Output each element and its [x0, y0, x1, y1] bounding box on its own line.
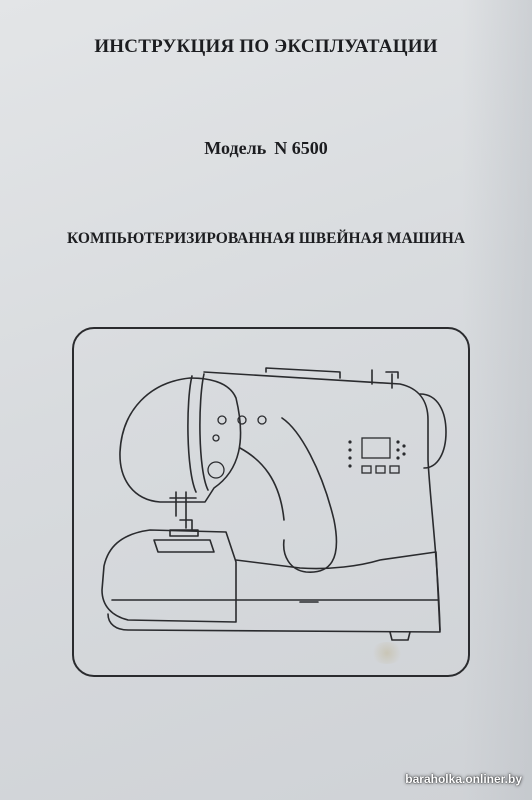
- model-number: N 6500: [274, 138, 328, 158]
- foot-bump: [389, 631, 411, 641]
- model-line: Модель N 6500: [0, 138, 532, 159]
- illustration-frame: [72, 327, 470, 677]
- presser-foot: [169, 529, 199, 537]
- needle-bar: [169, 491, 197, 531]
- panel-led: [348, 456, 352, 460]
- panel-led: [348, 440, 352, 444]
- panel-led: [396, 440, 400, 444]
- handwheel: [419, 393, 447, 469]
- document-title: ИНСТРУКЦИЯ ПО ЭКСПЛУАТАЦИИ: [94, 36, 438, 57]
- neck-curve: [281, 417, 338, 573]
- panel-led: [348, 448, 352, 452]
- paper-stain: [370, 642, 404, 664]
- panel-led: [402, 444, 406, 448]
- panel-led: [396, 448, 400, 452]
- control-button: [212, 434, 220, 442]
- face-plate: [187, 373, 209, 493]
- panel-led: [396, 456, 400, 460]
- panel-button: [389, 465, 400, 474]
- panel-button: [375, 465, 386, 474]
- free-arm: [101, 529, 237, 623]
- control-button: [237, 415, 247, 425]
- site-watermark: baraholka.onliner.by: [405, 772, 522, 786]
- needle-plate: [153, 539, 215, 553]
- panel-led: [348, 464, 352, 468]
- spool-pin-2: [371, 369, 399, 389]
- spool-pin: [265, 367, 341, 379]
- panel-button: [361, 465, 372, 474]
- panel-led: [402, 452, 406, 456]
- control-button: [217, 415, 227, 425]
- lcd-display: [361, 437, 391, 459]
- machine-base: [107, 551, 441, 633]
- neck-inner: [239, 447, 285, 521]
- upper-arm: [203, 371, 441, 631]
- document-subtitle: КОМПЬЮТЕРИЗИРОВАННАЯ ШВЕЙНАЯ МАШИНА: [67, 230, 465, 247]
- model-label: Модель: [204, 138, 267, 158]
- control-button: [257, 415, 267, 425]
- bobbin-window: [207, 461, 225, 479]
- machine-head: [119, 377, 242, 503]
